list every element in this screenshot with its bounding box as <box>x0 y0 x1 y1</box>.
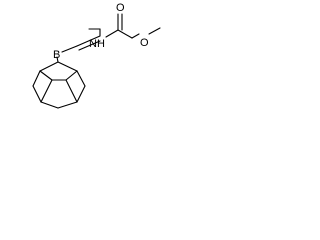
allyl-chain <box>61 28 101 53</box>
bond-bridge-upper <box>39 70 53 81</box>
bond-ch2-oether <box>131 33 140 39</box>
boron-atom-label: B <box>53 49 60 61</box>
bond-b-c1 <box>56 56 59 63</box>
bond-bridge-lower <box>65 70 78 81</box>
bond-ca-cb-second <box>78 40 101 51</box>
bond-b-ca <box>61 45 78 53</box>
bond-c8-c1 <box>57 61 78 72</box>
bond-oether-ch3 <box>148 27 161 35</box>
bond-bridge-c4 <box>40 79 53 103</box>
bond-ccarbonyl-ch2 <box>117 29 133 39</box>
methoxyacetamide-group <box>105 13 161 39</box>
chemical-structure-diagram: B N H O O <box>32 2 161 109</box>
bond-c6-c7 <box>76 85 86 103</box>
bond-c3-c4 <box>32 85 42 103</box>
bond-ca-cb <box>76 35 101 47</box>
hydrogen-atom-label: H <box>97 38 105 50</box>
bond-c5-c6 <box>57 101 78 109</box>
bicyclic-borane-cage <box>32 56 86 109</box>
bond-bridge-c6 <box>65 79 78 103</box>
bond-c7-c8 <box>76 70 86 87</box>
bond-c4-c5 <box>40 101 59 109</box>
bond-n-ccarbonyl <box>105 29 119 38</box>
bond-c1-c2 <box>39 61 59 72</box>
carbonyl-oxygen-label: O <box>116 2 125 14</box>
ether-oxygen-label: O <box>140 37 149 49</box>
nitrogen-atom-label: N <box>89 38 97 50</box>
bond-c2-c3 <box>32 70 41 87</box>
